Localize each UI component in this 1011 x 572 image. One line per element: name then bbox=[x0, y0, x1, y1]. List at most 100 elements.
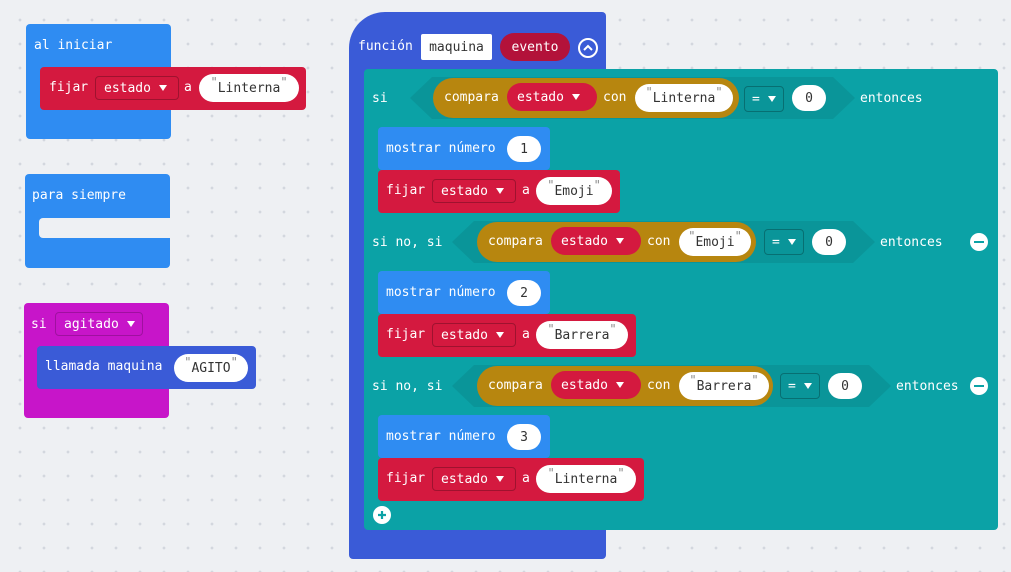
compare-string-value: Linterna bbox=[652, 90, 716, 106]
set-label: fijar bbox=[386, 471, 426, 486]
remove-branch-icon[interactable] bbox=[970, 233, 988, 251]
dropdown-arrow-icon bbox=[495, 476, 504, 482]
show-number-block[interactable]: mostrar número 2 bbox=[378, 271, 550, 314]
variable-pill[interactable]: estado bbox=[551, 227, 641, 255]
variable-name: estado bbox=[441, 471, 488, 487]
set-string-value: Linterna bbox=[554, 471, 618, 487]
compare-label: compara bbox=[488, 378, 543, 393]
operator-dropdown[interactable]: = bbox=[764, 229, 804, 255]
show-number-input[interactable]: 1 bbox=[507, 136, 541, 162]
branch-keyword: si no, si bbox=[372, 379, 443, 394]
function-name-field[interactable]: maquina bbox=[421, 34, 492, 60]
show-label: mostrar número bbox=[386, 429, 496, 444]
show-value: 1 bbox=[520, 141, 528, 157]
set-string-input[interactable]: "Emoji" bbox=[536, 177, 612, 205]
operator: = bbox=[772, 234, 780, 250]
on-start-label: al iniciar bbox=[34, 38, 113, 53]
result-value: 0 bbox=[805, 90, 813, 106]
compare-string-input[interactable]: "Barrera" bbox=[679, 372, 769, 400]
call-label: llamada maquina bbox=[45, 359, 163, 374]
variable-dropdown[interactable]: estado bbox=[432, 179, 516, 203]
set-label: fijar bbox=[49, 80, 89, 95]
add-branch-icon[interactable] bbox=[373, 506, 391, 524]
set-string-input[interactable]: "Linterna" bbox=[536, 465, 636, 493]
compare-string-input[interactable]: "Linterna" bbox=[635, 84, 733, 112]
dropdown-arrow-icon bbox=[767, 96, 776, 102]
variable-pill[interactable]: estado bbox=[551, 371, 641, 399]
gesture-dropdown[interactable]: agitado bbox=[55, 312, 143, 336]
variable-name: estado bbox=[441, 327, 488, 343]
dropdown-arrow-icon bbox=[803, 383, 812, 389]
compare-string-value: Barrera bbox=[696, 378, 752, 394]
argument-input[interactable]: "AGITO" bbox=[174, 354, 248, 382]
compare-label: compara bbox=[488, 234, 543, 249]
dropdown-arrow-icon bbox=[615, 382, 624, 388]
with-label: con bbox=[647, 234, 671, 249]
show-number-block[interactable]: mostrar número 1 bbox=[378, 127, 550, 170]
set-string-value: Barrera bbox=[554, 327, 610, 343]
remove-branch-icon[interactable] bbox=[970, 377, 988, 395]
compare-block[interactable]: compara estado con "Emoji" bbox=[477, 222, 756, 262]
string-input[interactable]: "Linterna" bbox=[199, 74, 299, 102]
set-variable-block[interactable]: fijar estado a "Linterna" bbox=[40, 67, 306, 110]
variable-pill[interactable]: estado bbox=[507, 83, 597, 111]
compare-block[interactable]: compara estado con "Barrera" bbox=[477, 366, 773, 406]
operator: = bbox=[788, 378, 796, 394]
show-number-input[interactable]: 2 bbox=[507, 280, 541, 306]
to-label: a bbox=[522, 183, 530, 198]
dropdown-arrow-icon bbox=[787, 239, 796, 245]
to-label: a bbox=[184, 80, 192, 95]
variable-name: estado bbox=[517, 89, 564, 105]
then-label: entonces bbox=[860, 91, 923, 106]
with-label: con bbox=[603, 90, 627, 105]
then-label: entonces bbox=[880, 235, 943, 250]
call-function-block[interactable]: llamada maquina "AGITO" bbox=[37, 346, 256, 389]
result-number-input[interactable]: 0 bbox=[792, 85, 826, 111]
variable-dropdown[interactable]: estado bbox=[432, 467, 516, 491]
param-name: evento bbox=[511, 39, 559, 55]
forever-block[interactable]: para siempre bbox=[25, 174, 170, 268]
string-value: Linterna bbox=[217, 80, 281, 96]
show-label: mostrar número bbox=[386, 285, 496, 300]
show-value: 2 bbox=[520, 285, 528, 301]
result-number-input[interactable]: 0 bbox=[828, 373, 862, 399]
compare-string-input[interactable]: "Emoji" bbox=[679, 228, 751, 256]
set-variable-block[interactable]: fijar estado a "Barrera" bbox=[378, 314, 636, 357]
param-pill[interactable]: evento bbox=[500, 33, 570, 61]
show-number-block[interactable]: mostrar número 3 bbox=[378, 415, 550, 458]
variable-name: estado bbox=[441, 183, 488, 199]
set-variable-block[interactable]: fijar estado a "Linterna" bbox=[378, 458, 644, 501]
show-label: mostrar número bbox=[386, 141, 496, 156]
then-label: entonces bbox=[896, 379, 959, 394]
set-label: fijar bbox=[386, 327, 426, 342]
set-string-value: Emoji bbox=[554, 183, 594, 199]
operator-dropdown[interactable]: = bbox=[780, 373, 820, 399]
function-name: maquina bbox=[429, 39, 484, 55]
show-value: 3 bbox=[520, 429, 528, 445]
variable-dropdown[interactable]: estado bbox=[95, 76, 179, 100]
variable-name: estado bbox=[561, 377, 608, 393]
function-keyword: función bbox=[358, 39, 413, 54]
operator-dropdown[interactable]: = bbox=[744, 86, 784, 112]
variable-name: estado bbox=[104, 80, 151, 96]
variable-name: estado bbox=[561, 233, 608, 249]
dropdown-arrow-icon bbox=[495, 332, 504, 338]
set-variable-block[interactable]: fijar estado a "Emoji" bbox=[378, 170, 620, 213]
collapse-icon[interactable] bbox=[578, 38, 598, 58]
show-number-input[interactable]: 3 bbox=[507, 424, 541, 450]
with-label: con bbox=[647, 378, 671, 393]
dropdown-arrow-icon bbox=[615, 238, 624, 244]
dropdown-arrow-icon bbox=[495, 188, 504, 194]
branch-keyword: si bbox=[372, 91, 388, 106]
operator: = bbox=[752, 91, 760, 107]
set-label: fijar bbox=[386, 183, 426, 198]
dropdown-arrow-icon bbox=[571, 94, 580, 100]
variable-dropdown[interactable]: estado bbox=[432, 323, 516, 347]
if-label: si bbox=[31, 317, 47, 332]
result-number-input[interactable]: 0 bbox=[812, 229, 846, 255]
set-string-input[interactable]: "Barrera" bbox=[536, 321, 628, 349]
compare-block[interactable]: compara estado con "Linterna" bbox=[433, 78, 739, 118]
empty-slot[interactable] bbox=[39, 218, 170, 238]
dropdown-arrow-icon bbox=[158, 85, 167, 91]
compare-string-value: Emoji bbox=[695, 234, 735, 250]
